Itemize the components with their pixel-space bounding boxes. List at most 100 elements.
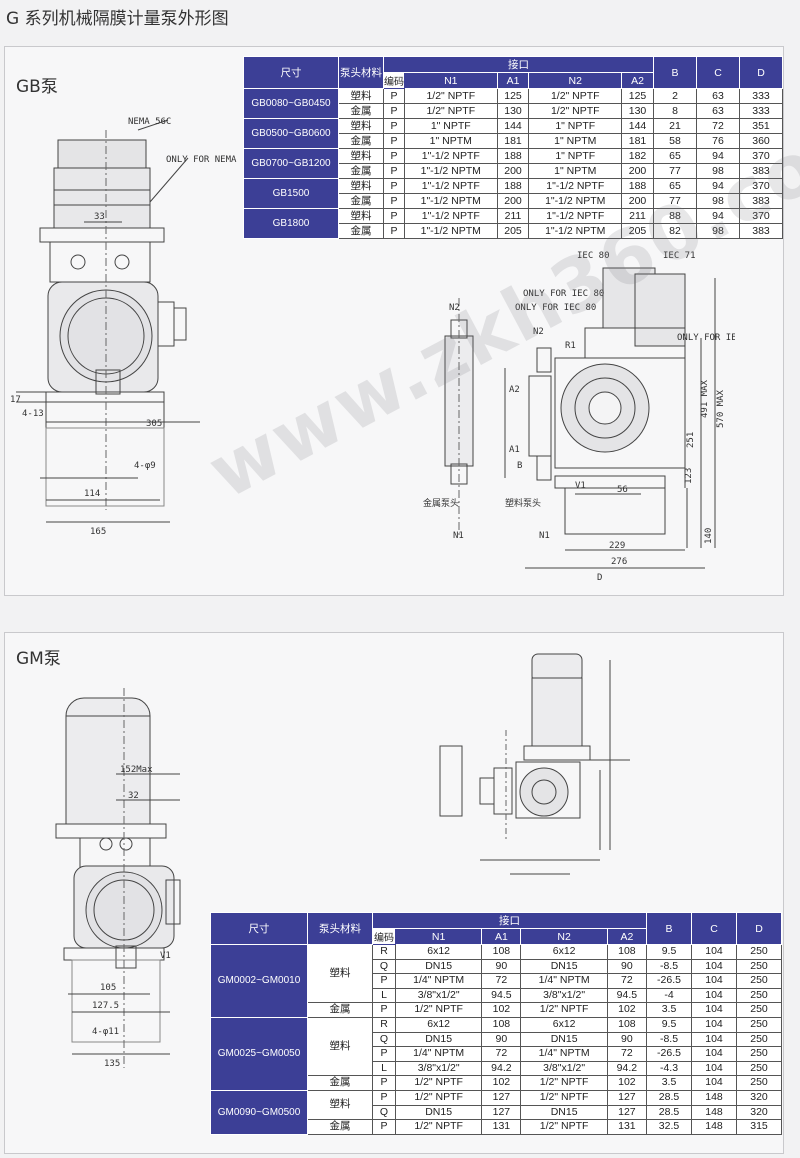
b-cell: 77 xyxy=(653,163,697,179)
b-cell: 65 xyxy=(653,148,697,164)
b-cell: 58 xyxy=(653,133,697,149)
dim-165: 165 xyxy=(90,527,106,537)
a1-cell: 200 xyxy=(496,163,530,179)
b-cell: 9.5 xyxy=(646,944,692,960)
dim-iec71: IEC 71 xyxy=(663,251,696,261)
a2-cell: 200 xyxy=(621,193,654,209)
label-n1-a: N1 xyxy=(453,531,464,541)
d-cell: 333 xyxy=(739,88,783,104)
a2-cell: 127 xyxy=(606,1104,648,1121)
gb-side-drawing: NEMA 56C ONLY FOR NEMA 56C 33 17 4-13 30… xyxy=(10,110,240,550)
a1-cell: 90 xyxy=(481,958,522,975)
dim-123: 123 xyxy=(684,468,694,484)
d-cell: 315 xyxy=(736,1119,782,1135)
dim-305: 305 xyxy=(146,419,162,429)
material-cell: 塑料 xyxy=(338,148,384,164)
d-cell: 250 xyxy=(736,1046,782,1062)
d-cell: 250 xyxy=(736,958,782,975)
model-cell: GM0090~GM0500 xyxy=(210,1089,308,1135)
c-cell: 104 xyxy=(691,1060,737,1077)
n2-cell: 6x12 xyxy=(520,944,608,960)
b-cell: 2 xyxy=(653,88,697,104)
n2-cell: 1"-1/2 NPTF xyxy=(528,208,623,224)
gm-side-drawing: 152Max 32 V1 105 127.5 4-φ11 135 xyxy=(20,688,200,1088)
a2-cell: 127 xyxy=(606,1089,648,1106)
n2-cell: 3/8"x1/2" xyxy=(520,987,608,1004)
a1-cell: 127 xyxy=(481,1104,522,1121)
model-cell: GB1500 xyxy=(243,178,339,209)
code-cell: P xyxy=(372,1002,396,1018)
a1-cell: 72 xyxy=(481,1046,522,1062)
material-cell: 塑料 xyxy=(307,1016,373,1077)
header-ports: 接口 xyxy=(372,912,647,929)
n1-cell: DN15 xyxy=(394,958,483,975)
b-cell: 28.5 xyxy=(646,1089,692,1106)
header-size: 尺寸 xyxy=(210,912,308,945)
c-cell: 98 xyxy=(696,223,740,239)
d-cell: 250 xyxy=(736,1060,782,1077)
material-cell: 金属 xyxy=(307,1075,373,1091)
code-cell: P xyxy=(383,178,405,194)
d-cell: 320 xyxy=(736,1089,782,1106)
header-material: 泵头材料 xyxy=(338,56,384,89)
gb-front-drawing: IEC 80 IEC 71 ONLY FOR IEC 80 ONLY FOR I… xyxy=(405,248,735,588)
dim-a1: A1 xyxy=(509,445,520,455)
material-cell: 金属 xyxy=(338,103,384,119)
n1-cell: 6x12 xyxy=(394,1016,483,1033)
a1-cell: 108 xyxy=(481,1016,522,1033)
header-n1: N1 xyxy=(394,928,483,945)
n2-cell: 1/2" NPTF xyxy=(520,1119,608,1135)
a1-cell: 90 xyxy=(481,1031,522,1048)
code-cell: Q xyxy=(372,1031,396,1048)
gb-spec-table: 尺寸 泵头材料 接口 B C D 编码 N1 A1 N2 A2 GB0080~G… xyxy=(243,56,783,239)
c-cell: 72 xyxy=(696,118,740,134)
a1-cell: 144 xyxy=(496,118,530,134)
c-cell: 76 xyxy=(696,133,740,149)
b-cell: 82 xyxy=(653,223,697,239)
code-cell: P xyxy=(383,118,405,134)
d-cell: 250 xyxy=(736,973,782,989)
b-cell: 21 xyxy=(653,118,697,134)
a2-cell: 205 xyxy=(621,223,654,239)
label-r1: R1 xyxy=(565,341,576,351)
dim-33: 33 xyxy=(94,212,105,222)
dim-56: 56 xyxy=(617,485,628,495)
code-cell: P xyxy=(372,1089,396,1106)
a2-cell: 144 xyxy=(621,118,654,134)
d-cell: 250 xyxy=(736,1031,782,1048)
model-cell: GB1800 xyxy=(243,208,339,239)
b-cell: -4.3 xyxy=(646,1060,692,1077)
d-cell: 351 xyxy=(739,118,783,134)
dim-only-iec71: ONLY FOR IEC 71 xyxy=(677,333,735,343)
a2-cell: 90 xyxy=(606,1031,648,1048)
b-cell: 65 xyxy=(653,178,697,194)
n2-cell: 1/2" NPTF xyxy=(520,1002,608,1018)
model-cell: GM0002~GM0010 xyxy=(210,944,308,1018)
b-cell: 88 xyxy=(653,208,697,224)
c-cell: 104 xyxy=(691,1046,737,1062)
b-cell: 28.5 xyxy=(646,1104,692,1121)
c-cell: 148 xyxy=(691,1104,737,1121)
dim-only-nema: ONLY FOR NEMA 56C xyxy=(166,155,240,165)
table-row: GB0700~GB1200 塑料 P 1"-1/2 NPTF 188 1" NP… xyxy=(243,148,783,179)
table-row: Q DN15 127 DN15 127 28.5 148 320 xyxy=(211,1104,782,1121)
a2-cell: 94.2 xyxy=(606,1060,648,1077)
header-size: 尺寸 xyxy=(243,56,339,89)
code-cell: P xyxy=(383,208,405,224)
header-b: B xyxy=(653,56,697,89)
code-cell: Q xyxy=(372,958,396,975)
code-cell: P xyxy=(372,1075,396,1091)
d-cell: 383 xyxy=(739,223,783,239)
a1-cell: 211 xyxy=(496,208,530,224)
a2-cell: 130 xyxy=(621,103,654,119)
dim-32: 32 xyxy=(128,791,139,801)
code-cell: P xyxy=(383,88,405,104)
dim-276: 276 xyxy=(611,557,627,567)
n2-cell: 1/4" NPTM xyxy=(520,1046,608,1062)
n2-cell: 1" NPTM xyxy=(528,133,623,149)
header-n2: N2 xyxy=(520,928,608,945)
a1-cell: 127 xyxy=(481,1089,522,1106)
b-cell: -4 xyxy=(646,987,692,1004)
a1-cell: 200 xyxy=(496,193,530,209)
material-cell: 金属 xyxy=(307,1002,373,1018)
